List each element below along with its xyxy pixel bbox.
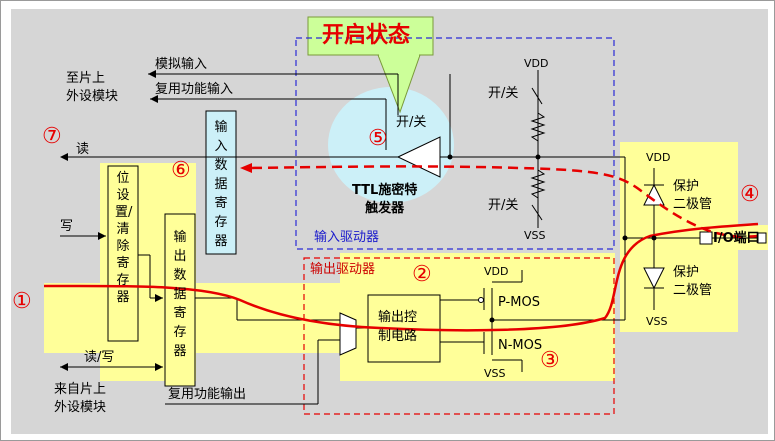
bit-set-reset-register	[107, 165, 139, 342]
vss-diode-label: VSS	[646, 315, 668, 328]
marker-2: ②	[412, 262, 432, 287]
arrow-rw-left	[60, 363, 68, 371]
output-driver-label: 输出驱动器	[310, 262, 376, 277]
io-pin-terminal	[757, 232, 767, 244]
marker-3: ③	[540, 348, 560, 373]
marker-6: ⑥	[171, 158, 191, 183]
state-callout-label: 开启状态	[322, 23, 411, 48]
arrow-alt-in	[150, 95, 158, 103]
io-pin-label: I/O端口	[713, 231, 760, 246]
output-control-label: 输出控 制电路	[378, 310, 418, 344]
io-pin-box	[699, 231, 713, 245]
vdd-pullup-label: VDD	[524, 57, 549, 70]
marker-4: ④	[740, 182, 760, 207]
input-path-arrow	[240, 163, 252, 173]
input-driver-label: 输入驱动器	[314, 230, 380, 245]
nmos-label: N-MOS	[498, 338, 543, 353]
from-onchip-periph-label: 来自片上 外设模块	[54, 382, 107, 415]
pull-resistors	[530, 87, 546, 221]
read-label: 读	[76, 142, 90, 157]
mosfets	[478, 270, 523, 372]
protect-diode-top-label: 保护 二极管	[673, 179, 713, 212]
diode-bottom	[643, 267, 665, 290]
output-driver-box	[303, 257, 615, 415]
junction-dots	[447, 154, 657, 323]
read-write-label: 读/写	[84, 350, 115, 365]
schmitt-onoff-label: 开/关	[396, 115, 427, 130]
ttl-schmitt-label: TTL施密特 触发器	[352, 183, 418, 216]
marker-7: ⑦	[42, 124, 62, 149]
write-label: 写	[60, 219, 74, 234]
to-onchip-periph-label: 至片上 外设模块	[66, 71, 119, 104]
schmitt-bubble	[328, 87, 454, 203]
alt-func-input-label: 复用功能输入	[155, 82, 234, 97]
marker-1: ①	[12, 289, 32, 314]
protect-diode-bottom-label: 保护 二极管	[673, 265, 713, 298]
vss-pulldown-label: VSS	[524, 229, 546, 242]
pullup-onoff-label: 开/关	[488, 86, 519, 101]
arrow-set-reset	[155, 294, 163, 302]
output-mux	[339, 312, 357, 356]
input-signal-path	[247, 165, 759, 238]
yellow-band-protection	[620, 142, 738, 332]
protection-diodes	[643, 183, 665, 290]
alt-func-output-label: 复用功能输出	[168, 387, 247, 402]
output-data-register-label: 输出数据寄存器	[173, 230, 187, 359]
pmos-label: P-MOS	[498, 295, 540, 310]
output-signal-path	[43, 222, 759, 332]
state-callout	[307, 16, 434, 114]
arrow-read	[60, 153, 68, 161]
vss-nmos-label: VSS	[484, 367, 506, 380]
input-data-register-label: 输入数据寄存器	[214, 120, 228, 249]
vdd-diode-label: VDD	[646, 151, 671, 164]
arrow-rw-right	[155, 363, 163, 371]
input-driver-box	[295, 37, 615, 250]
marker-5: ⑤	[368, 126, 388, 151]
arrow-write	[98, 232, 106, 240]
input-data-register	[205, 110, 237, 255]
bit-set-reset-register-label: 位设置/清除寄存器	[115, 171, 133, 305]
analog-input-label: 模拟输入	[155, 57, 208, 72]
arrow-analog-in	[148, 70, 156, 78]
diode-top	[643, 183, 665, 206]
output-data-register	[164, 213, 196, 387]
vdd-pmos-label: VDD	[484, 265, 509, 278]
pulldown-onoff-label: 开/关	[488, 198, 519, 213]
arrowheads	[60, 70, 163, 371]
